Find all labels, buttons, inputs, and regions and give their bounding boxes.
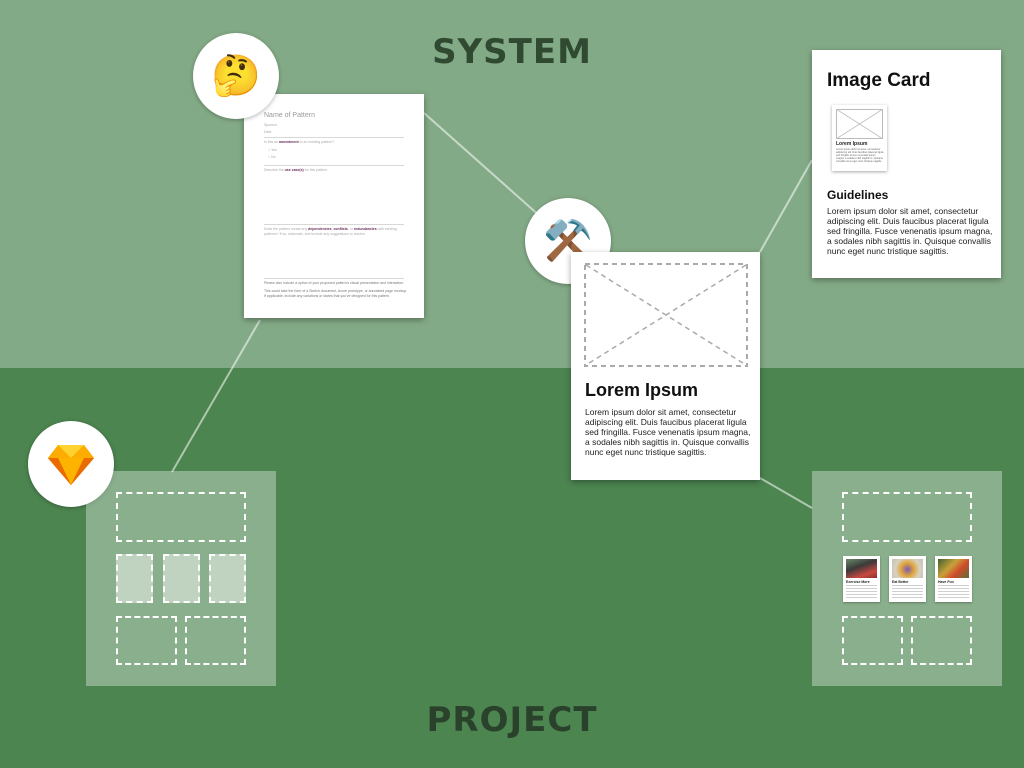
wireframe-card-slot	[209, 554, 246, 603]
wireframe-footer-block	[116, 616, 177, 665]
card-placeholder-image	[584, 263, 748, 367]
doc-question-use-cases: Describe the use case(s) for this patter…	[264, 168, 329, 172]
mini-card-text	[892, 585, 923, 599]
doc-question-dependencies: Does the pattern create any dependencies…	[264, 227, 397, 236]
sketch-diamond-shape	[48, 445, 94, 485]
doc-divider	[264, 165, 404, 166]
connector-form-to-wireframe	[171, 319, 261, 473]
project-label: PROJECT	[426, 700, 598, 740]
thumbnail-title: Lorem Ipsum	[836, 141, 868, 147]
mini-card-photo	[892, 559, 923, 578]
thumbnail-text: Lorem ipsum dolor sit amet, consectetur …	[836, 148, 884, 163]
mini-card-fun: Have Fun	[935, 556, 972, 602]
mini-card-photo	[938, 559, 969, 578]
wireframe-card-slot	[163, 554, 200, 603]
guidelines-text: Lorem ipsum dolor sit amet, consectetur …	[827, 206, 993, 256]
wireframe-card-slot	[116, 554, 153, 603]
hammer-and-wrench-icon: ⚒️	[525, 198, 611, 284]
image-card-title: Image Card	[827, 70, 931, 91]
doc-sponsor: Sponsor	[264, 123, 278, 127]
mini-card-title: Exercise More	[846, 580, 870, 584]
image-card-document: Image Card Lorem Ipsum Lorem ipsum dolor…	[812, 50, 1001, 278]
doc-note-visual: Please also include a option of your pro…	[264, 281, 405, 285]
doc-title: Name of Pattern	[264, 112, 315, 119]
doc-divider	[264, 137, 404, 138]
sketch-diamond-icon	[28, 421, 114, 507]
thinking-face-icon: 🤔	[193, 33, 279, 119]
mini-card-title: Have Fun	[938, 580, 954, 584]
doc-divider	[264, 278, 404, 279]
image-card-thumbnail: Lorem Ipsum Lorem ipsum dolor sit amet, …	[832, 105, 887, 171]
mini-card-eat: Eat Better	[889, 556, 926, 602]
pattern-form-document: Name of Pattern Sponsor Date Is this an …	[244, 94, 424, 318]
doc-date: Date	[264, 130, 272, 134]
mini-card-exercise: Exercise More	[843, 556, 880, 602]
wireframe-header-block	[116, 492, 246, 542]
connector-form-to-tools	[423, 112, 543, 219]
doc-note-format: This could take the form of a Sketch doc…	[264, 289, 408, 298]
mini-card-text	[938, 585, 969, 599]
wireframe-footer-block	[842, 616, 903, 665]
mini-card-photo	[846, 559, 877, 578]
lorem-ipsum-card: Lorem Ipsum Lorem ipsum dolor sit amet, …	[571, 252, 760, 480]
wireframe-footer-block	[185, 616, 246, 665]
wireframe-footer-block	[911, 616, 972, 665]
connector-lorem-to-project	[759, 477, 813, 509]
system-label: SYSTEM	[432, 32, 592, 72]
doc-radio-no: ○ No	[268, 155, 276, 159]
doc-radio-yes: ○ Yes	[268, 148, 277, 152]
wireframe-header-block	[842, 492, 972, 542]
thumbnail-placeholder-image	[836, 109, 883, 139]
mini-card-title: Eat Better	[892, 580, 909, 584]
lorem-card-text: Lorem ipsum dolor sit amet, consectetur …	[585, 407, 751, 457]
wireframe-panel-left	[86, 471, 276, 686]
mini-card-text	[846, 585, 877, 599]
doc-divider	[264, 224, 404, 225]
connector-lorem-to-imagecard	[759, 159, 813, 253]
doc-question-amendment: Is this an amendment to an existing patt…	[264, 140, 335, 144]
guidelines-heading: Guidelines	[827, 188, 889, 202]
lorem-card-title: Lorem Ipsum	[585, 380, 699, 400]
